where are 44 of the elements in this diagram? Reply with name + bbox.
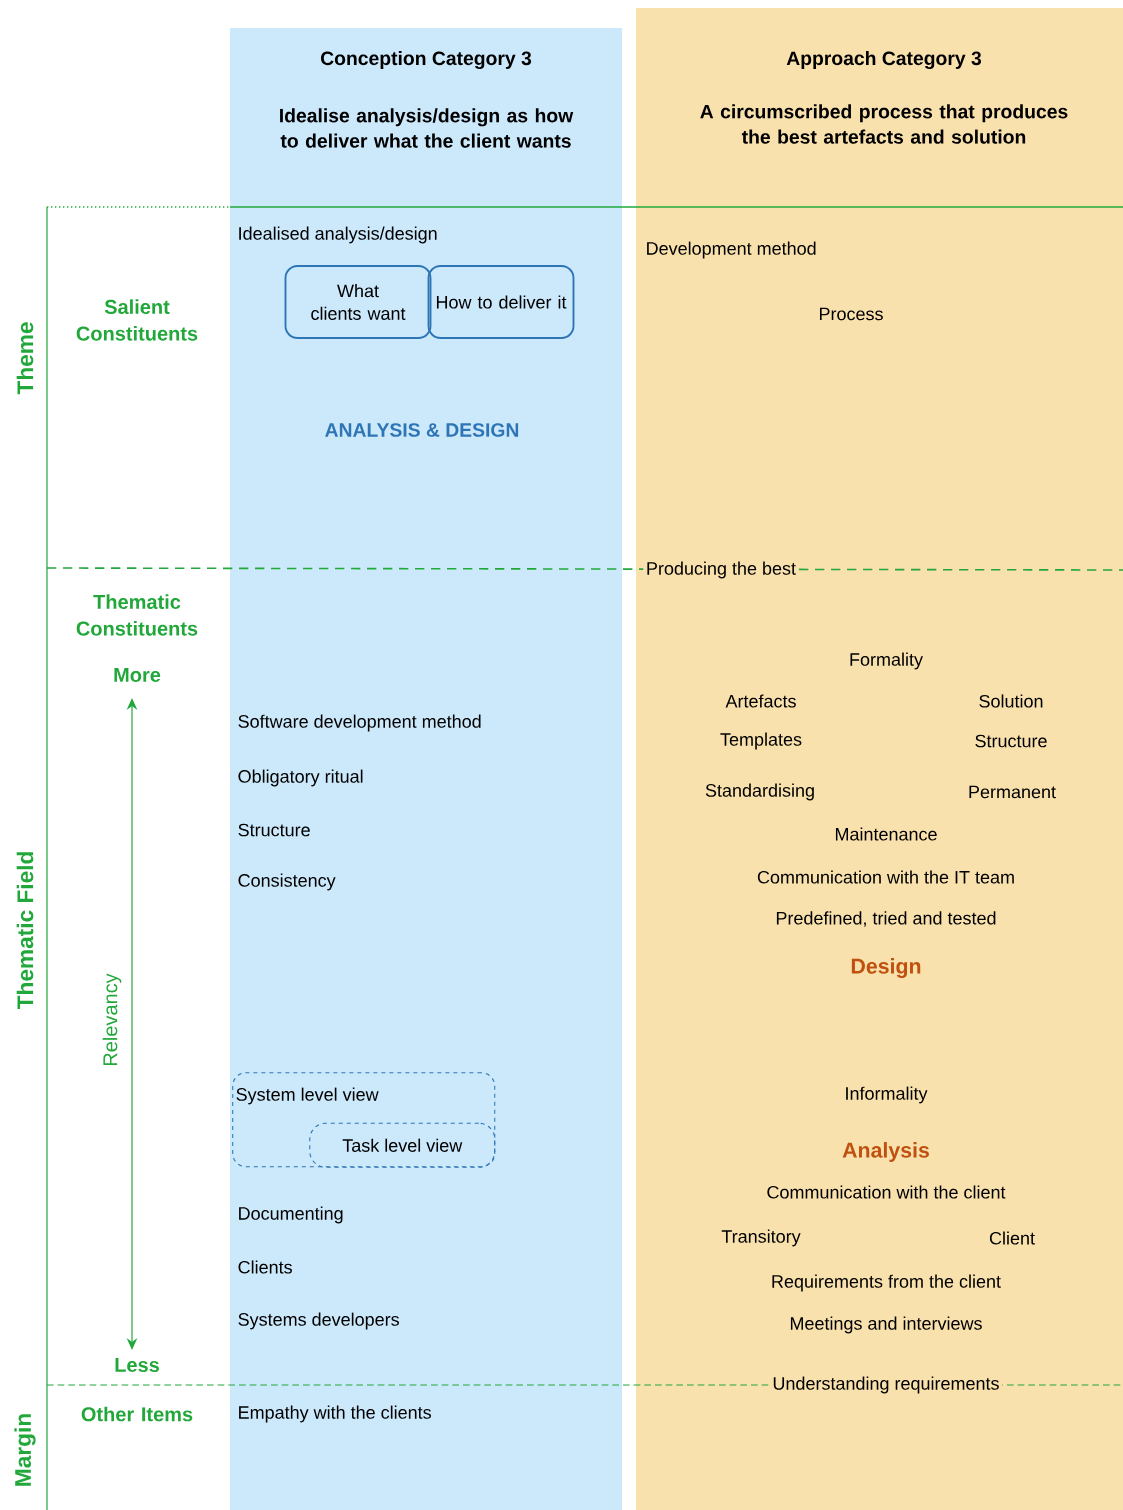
row-heading: More (114, 668, 161, 682)
text-label: Documenting (239, 1206, 343, 1224)
text-label: Obligatory ritual (238, 769, 363, 787)
section-heading: ANALYSIS & DESIGN (325, 423, 519, 437)
text-label: Systems developers (238, 1312, 399, 1330)
rounded-box: What clients want (284, 265, 432, 339)
row-heading: Thematic Field (16, 852, 34, 1010)
text-label: Predefined, tried and tested (776, 911, 996, 927)
row-heading: Theme (16, 322, 34, 395)
text-label: Communication with the IT team (757, 870, 1014, 884)
text-label: Clients (238, 1260, 292, 1274)
text-label: Artefacts (725, 694, 796, 708)
text-label: Transitory (721, 1229, 801, 1247)
text-label: Permanent (969, 785, 1056, 799)
text-label: Process (820, 307, 883, 321)
row-heading: Other Items (81, 1406, 193, 1422)
text-label: Maintenance (835, 827, 937, 841)
text-label: Templates (720, 732, 802, 750)
rounded-box: How to deliver it (427, 265, 575, 339)
text-label: Solution (979, 694, 1043, 708)
axis-label: Relevancy (102, 973, 122, 1066)
category-heading: Analysis (842, 1142, 929, 1162)
text-label: Software development method (238, 714, 481, 732)
text-label: Requirements from the client (772, 1274, 1001, 1292)
text-label: Structure (238, 823, 310, 837)
row-heading: Less (115, 1358, 159, 1372)
text-label: Standardising (705, 783, 814, 801)
text-label: Meetings and interviews (790, 1316, 982, 1334)
text-label: Structure (975, 734, 1047, 748)
text-label: Consistency (238, 873, 336, 891)
row-heading: Margin (14, 1414, 36, 1486)
text-label: Informality (846, 1086, 928, 1104)
row-heading: Salient Constituents (76, 299, 198, 341)
text-label: Idealised analysis/design (239, 226, 437, 244)
divider-label: Understanding requirements (769, 1373, 1003, 1397)
row-heading: Thematic Constituents (76, 594, 198, 636)
text-label: Client (989, 1231, 1035, 1245)
divider-label: Producing the best (643, 558, 799, 582)
text-label: Communication with the client (767, 1185, 1006, 1199)
text-label: Empathy with the clients (239, 1405, 431, 1423)
category-heading: Design (851, 958, 921, 978)
dashed-box: Task level view (309, 1122, 496, 1168)
text-label: Development method (647, 241, 816, 259)
text-label: Formality (850, 652, 923, 670)
